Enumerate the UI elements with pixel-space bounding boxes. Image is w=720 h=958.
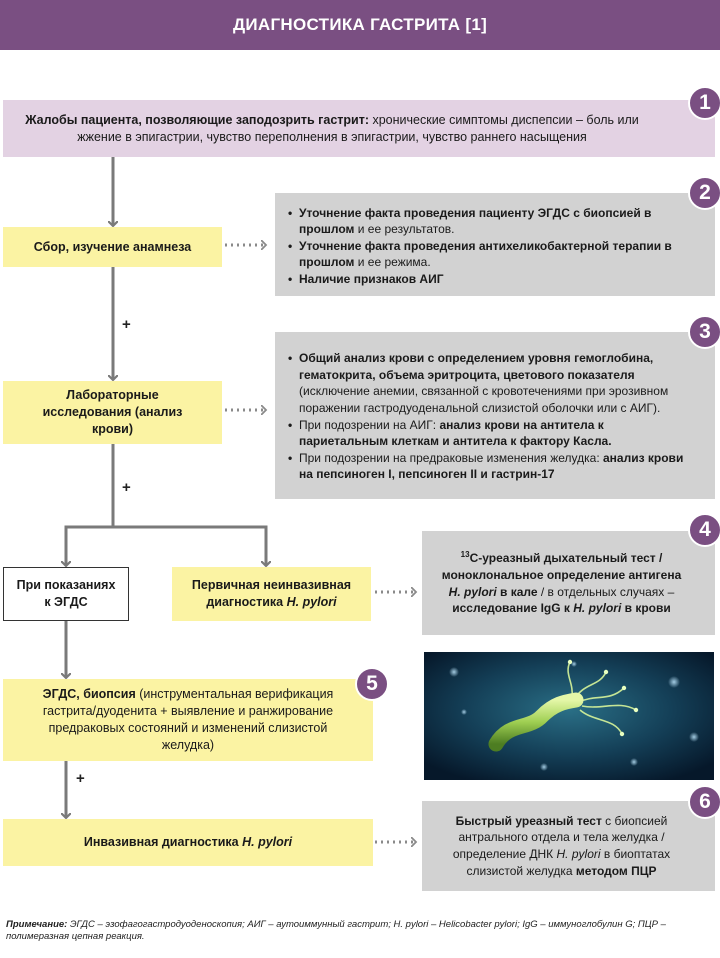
complaints-box: Жалобы пациента, позволяющие заподозрить…: [3, 100, 715, 157]
indications-label: При показаниях к ЭГДС: [16, 578, 116, 609]
step-badge-3: 3: [688, 315, 720, 349]
branch-connector: [64, 525, 268, 565]
complaints-text: Жалобы пациента, позволяющие заподозрить…: [25, 112, 639, 144]
list-item: При подозрении на предраковые изменения …: [288, 450, 685, 483]
invasive-text: Инвазивная диагностика H. pylori: [83, 835, 293, 850]
step-badge-2: 2: [688, 176, 720, 210]
invasive-details-box: Быстрый уреазный тест с биопсией антраль…: [422, 801, 715, 891]
anamnesis-label: Сбор, изучение анамнеза: [33, 239, 192, 254]
step-badge-5: 5: [355, 667, 389, 701]
footnote: Примечание: ЭГДС – эзофагогастродуоденос…: [6, 919, 666, 943]
lab-box: Лабораторные исследования (анализ крови): [3, 381, 222, 444]
plus-sign: +: [76, 770, 85, 787]
list-item: Общий анализ крови с определением уровня…: [288, 350, 685, 416]
anamnesis-details-list: Уточнение факта проведения пациенту ЭГДС…: [287, 205, 685, 288]
step-badge-4: 4: [688, 513, 720, 547]
noninvasive-text: Первичная неинвазивная диагностика H. py…: [191, 578, 352, 609]
lab-details-box: Общий анализ крови с определением уровня…: [275, 332, 715, 499]
egds-box: ЭГДС, биопсия (инструментальная верифика…: [3, 679, 373, 761]
plus-sign: +: [122, 479, 131, 496]
egds-text: ЭГДС, биопсия (инструментальная верифика…: [42, 687, 334, 752]
helicobacter-illustration: [424, 652, 714, 780]
page-title: ДИАГНОСТИКА ГАСТРИТА [1]: [0, 0, 720, 50]
list-item: При подозрении на АИГ: анализ крови на а…: [288, 417, 685, 450]
page-title-text: ДИАГНОСТИКА ГАСТРИТА [1]: [232, 15, 488, 34]
invasive-details-text: Быстрый уреазный тест с биопсией антраль…: [452, 813, 671, 878]
noninvasive-details-box: 13С-уреазный дыхательный тест / моноклон…: [422, 531, 715, 635]
noninvasive-box: Первичная неинвазивная диагностика H. py…: [172, 567, 371, 621]
plus-sign: +: [122, 316, 131, 333]
anamnesis-box: Сбор, изучение анамнеза: [3, 227, 222, 267]
step-badge-6: 6: [688, 785, 720, 819]
anamnesis-details-box: Уточнение факта проведения пациенту ЭГДС…: [275, 193, 715, 296]
invasive-box: Инвазивная диагностика H. pylori: [3, 819, 373, 866]
list-item: Уточнение факта проведения пациенту ЭГДС…: [288, 205, 685, 238]
step-badge-1: 1: [688, 86, 720, 120]
noninvasive-details-text: 13С-уреазный дыхательный тест / моноклон…: [441, 550, 682, 616]
lab-details-list: Общий анализ крови с определением уровня…: [287, 350, 685, 482]
lab-label: Лабораторные исследования (анализ крови): [42, 388, 183, 436]
indications-box: При показаниях к ЭГДС: [3, 567, 129, 621]
list-item: Наличие признаков АИГ: [288, 271, 685, 288]
list-item: Уточнение факта проведения антихеликобак…: [288, 238, 685, 271]
